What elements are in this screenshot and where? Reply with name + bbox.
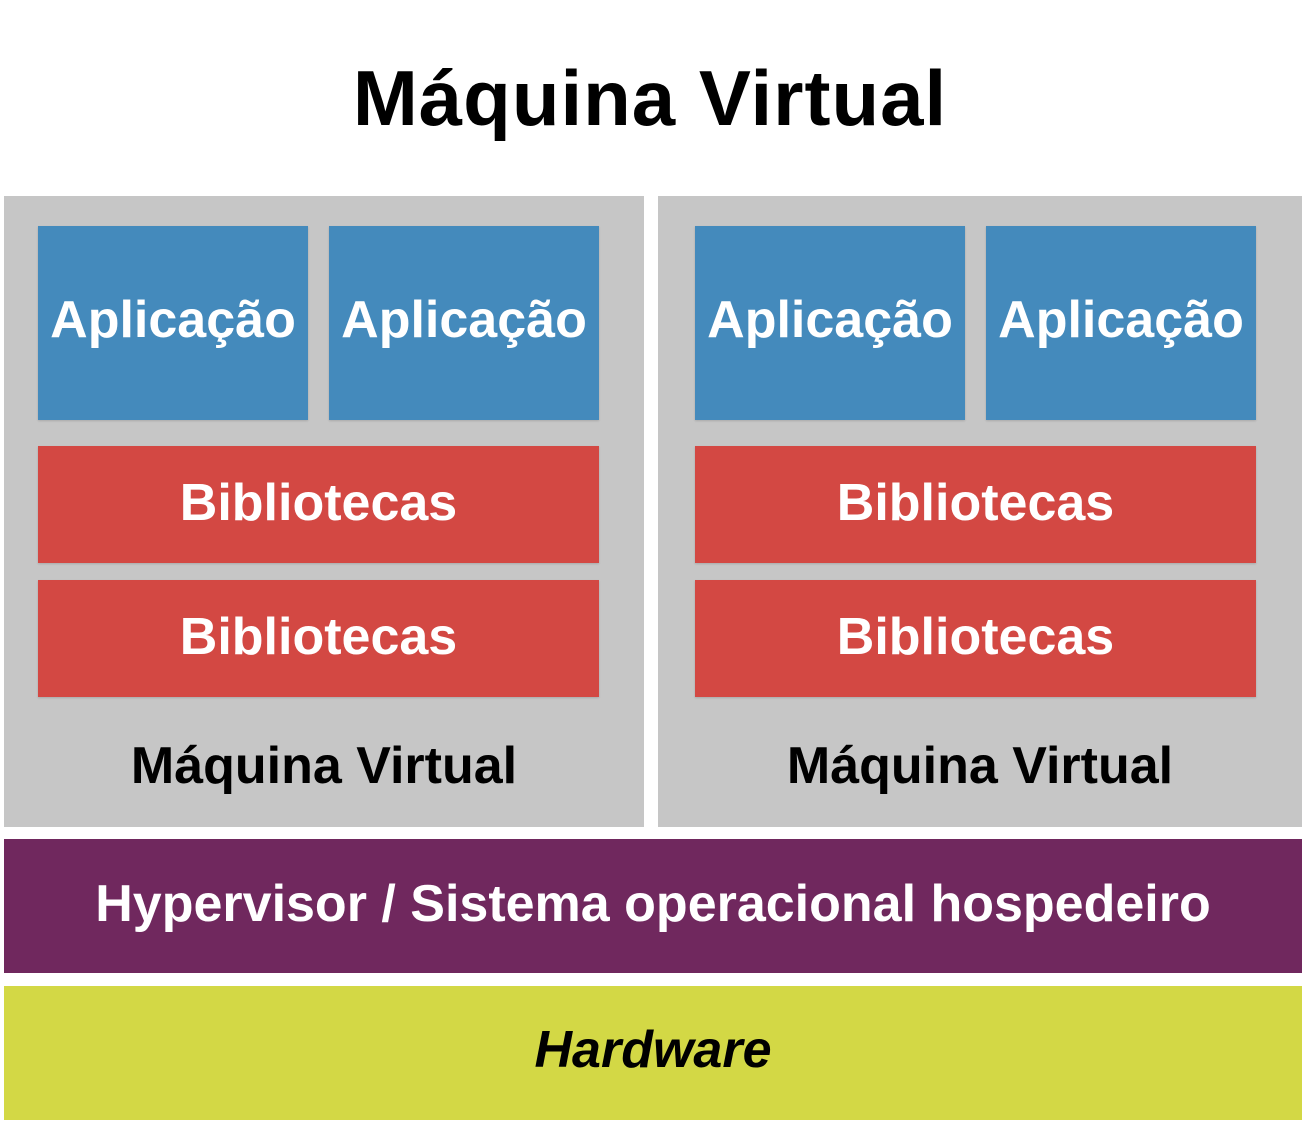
- virtual-machine-1: Aplicação Aplicação Bibliotecas Bibliote…: [4, 196, 644, 827]
- virtual-machine-label: Máquina Virtual: [786, 737, 1174, 795]
- libraries-block: Bibliotecas: [38, 580, 599, 697]
- application-block: Aplicação: [38, 226, 308, 420]
- libraries-block: Bibliotecas: [695, 580, 1256, 697]
- libraries-block: Bibliotecas: [695, 446, 1256, 563]
- application-block: Aplicação: [986, 226, 1256, 420]
- hypervisor-layer: Hypervisor / Sistema operacional hospede…: [4, 839, 1302, 973]
- virtual-machine-2: Aplicação Aplicação Bibliotecas Bibliote…: [658, 196, 1302, 827]
- diagram-title: Máquina Virtual: [352, 54, 948, 142]
- hardware-layer: Hardware: [4, 986, 1302, 1120]
- application-block: Aplicação: [329, 226, 599, 420]
- application-block: Aplicação: [695, 226, 965, 420]
- libraries-block: Bibliotecas: [38, 446, 599, 563]
- virtual-machine-label: Máquina Virtual: [130, 737, 518, 795]
